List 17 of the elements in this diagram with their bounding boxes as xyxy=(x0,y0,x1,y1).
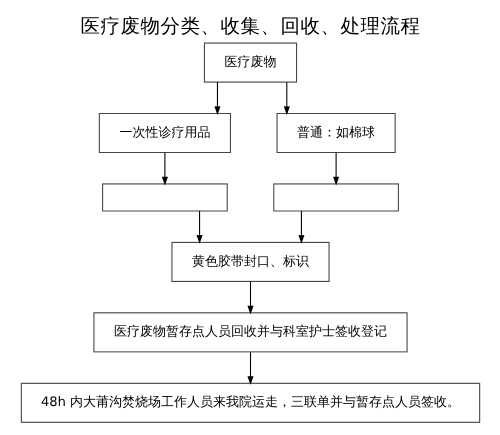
arrow xyxy=(161,152,168,186)
node-box: 黄色胶带封口、标识 xyxy=(170,242,330,282)
arrow xyxy=(196,211,202,244)
node-box: 医疗废物 xyxy=(203,42,297,83)
arrow xyxy=(246,352,254,385)
arrow xyxy=(283,82,290,116)
node-box: 一次性诊疗用品 xyxy=(98,112,230,154)
node-box: 普通：如棉球 xyxy=(276,112,396,154)
diagram-title: 医疗废物分类、收集、回收、处理流程 xyxy=(80,14,420,38)
node-box: 48h 内大莆沟焚烧场工作人员来我院运走，三联单并与暂存点人员签收。 xyxy=(20,382,480,423)
node-box xyxy=(272,183,398,212)
arrow xyxy=(214,82,220,116)
arrow xyxy=(246,282,254,314)
arrow xyxy=(332,152,339,186)
node-box: 医疗废物暂存点人员回收并与科室护士签收登记 xyxy=(92,312,408,352)
node-box xyxy=(102,183,228,212)
arrow xyxy=(298,211,304,244)
